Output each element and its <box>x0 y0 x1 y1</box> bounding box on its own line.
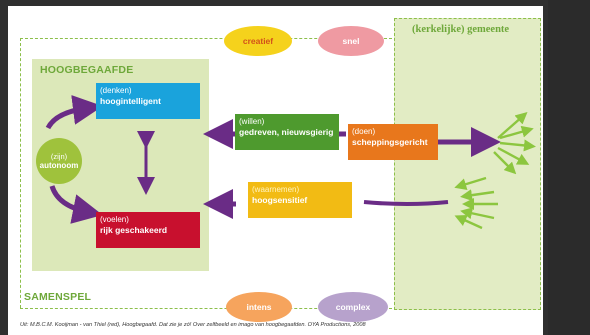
samenspel-title: SAMENSPEL <box>24 291 92 303</box>
gemeente-panel-border <box>394 18 541 310</box>
willen-sub: (willen) <box>239 117 265 126</box>
waarnemen-main: hoogsensitief <box>252 195 308 205</box>
citation: Uit: M.B.C.M. Kooijman - van Thiel (red)… <box>20 322 366 328</box>
arrows-layer <box>45 94 536 230</box>
voelen-main: rijk geschakeerd <box>100 225 168 235</box>
autonoom-circle: (zijn) autonoom <box>36 138 82 184</box>
oval-creatief: creatief <box>224 26 292 56</box>
samenspel-frame-left <box>20 38 21 308</box>
box-denken: (denken) hoogintelligent <box>96 83 200 119</box>
autonoom-main: autonoom <box>39 161 79 170</box>
willen-main: gedreven, nieuwsgierig <box>239 127 334 137</box>
arrow-autonoom-denken <box>45 94 103 130</box>
right-dark-bar <box>548 0 590 335</box>
samenspel-frame-top <box>20 38 392 39</box>
samenspel-frame-bottom <box>20 308 392 309</box>
arrow-waarnemen <box>363 200 449 206</box>
hoogbegaafde-title: HOOGBEGAAFDE <box>40 64 134 76</box>
autonoom-sub: (zijn) <box>50 152 68 161</box>
waarnemen-sub: (waarnemen) <box>252 185 300 194</box>
oval-snel: snel <box>318 26 384 56</box>
diagram-canvas: HOOGBEGAAFDE SAMENSPEL (kerkelijke) geme… <box>8 6 543 335</box>
arrow-autonoom-voelen <box>49 185 103 224</box>
box-doen: (doen) scheppingsgericht <box>348 124 438 160</box>
doen-main: scheppingsgericht <box>352 137 428 147</box>
denken-sub: (denken) <box>100 86 132 95</box>
box-voelen: (voelen) rijk geschakeerd <box>96 212 200 248</box>
oval-complex: complex <box>318 292 388 322</box>
box-waarnemen: (waarnemen) hoogsensitief <box>248 182 352 218</box>
oval-intens: intens <box>226 292 292 322</box>
gemeente-title: (kerkelijke) gemeente <box>412 24 510 35</box>
denken-main: hoogintelligent <box>100 96 161 106</box>
voelen-sub: (voelen) <box>100 215 129 224</box>
doen-sub: (doen) <box>352 127 376 136</box>
box-willen: (willen) gedreven, nieuwsgierig <box>235 114 339 150</box>
